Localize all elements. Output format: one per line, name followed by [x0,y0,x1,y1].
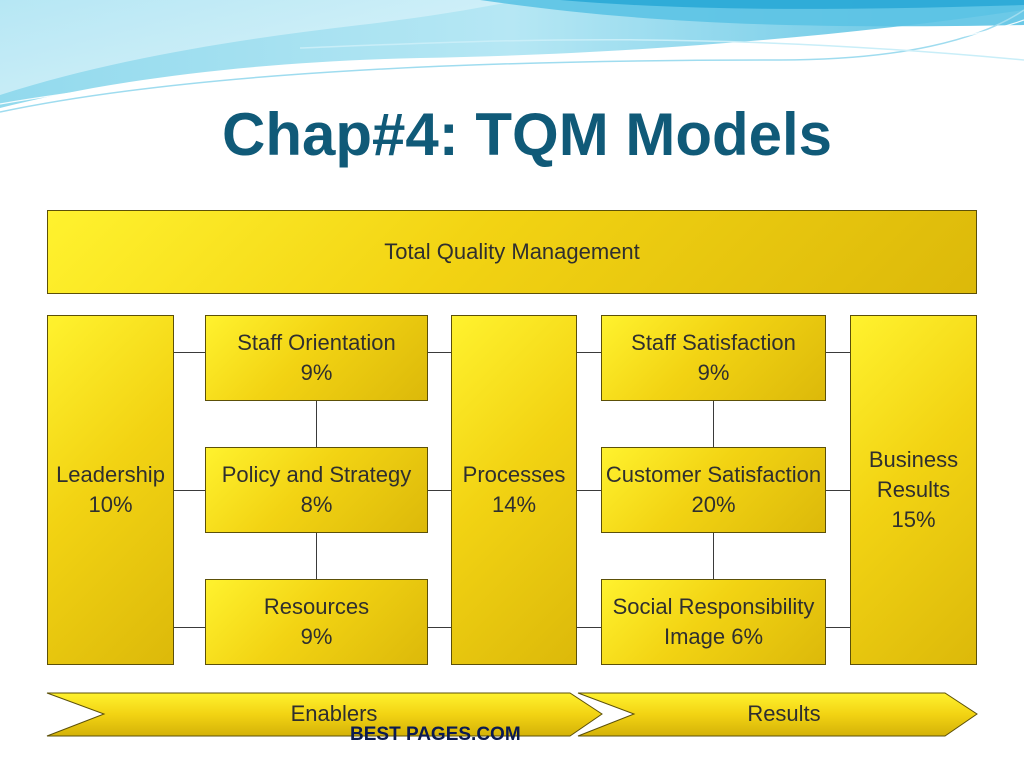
connector-line [174,490,206,491]
results-arrow [577,692,978,737]
header-wave-decoration [0,0,1024,113]
customer-satisfaction-weight: 20% [691,492,736,517]
results-label: Results [747,701,821,726]
processes-box: Processes 14% [451,315,577,665]
total-quality-management-box: Total Quality Management [47,210,977,294]
connector-line [825,627,851,628]
customer-satisfaction-label: Customer Satisfaction [605,462,822,487]
staff-orientation-box: Staff Orientation 9% [205,315,428,401]
enablers-label: Enablers [290,701,378,726]
staff-satisfaction-label: Staff Satisfaction [631,330,796,355]
staff-satisfaction-box: Staff Satisfaction 9% [601,315,826,401]
enablers-arrow [46,692,603,737]
business-results-label-line1: Business [868,447,959,472]
leadership-weight: 10% [88,492,133,517]
processes-label: Processes [462,462,566,487]
leadership-box: Leadership 10% [47,315,174,665]
staff-orientation-label: Staff Orientation [237,330,396,355]
connector-line [174,352,206,353]
watermark-text: BEST PAGES.COM [350,724,521,745]
connector-line [576,490,602,491]
connector-line [576,627,602,628]
business-results-weight: 15% [891,507,936,532]
connector-line [316,400,317,448]
customer-satisfaction-box: Customer Satisfaction 20% [601,447,826,533]
resources-box: Resources 9% [205,579,428,665]
connector-line [316,532,317,580]
connector-line [428,490,452,491]
connector-line [174,627,206,628]
staff-orientation-weight: 9% [300,360,333,385]
connector-line [428,627,452,628]
policy-strategy-label: Policy and Strategy [221,462,412,487]
connector-line [576,352,602,353]
processes-weight: 14% [491,492,537,517]
staff-satisfaction-weight: 9% [697,360,730,385]
connector-line [428,352,452,353]
business-results-label-line2: Results [876,477,951,502]
leadership-label: Leadership [56,462,165,487]
connector-line [713,532,714,580]
slide-title: Chap#4: TQM Models [222,101,833,168]
connector-line [713,400,714,448]
total-quality-management-label: Total Quality Management [384,239,640,264]
business-results-box: Business Results 15% [850,315,977,665]
resources-label: Resources [263,594,370,619]
resources-weight: 9% [300,624,333,649]
social-responsibility-weight: Image 6% [663,624,764,649]
policy-strategy-weight: 8% [300,492,333,517]
social-responsibility-box: Social Responsibility Image 6% [601,579,826,665]
connector-line [825,490,851,491]
policy-strategy-box: Policy and Strategy 8% [205,447,428,533]
connector-line [825,352,851,353]
social-responsibility-label: Social Responsibility [612,594,815,619]
